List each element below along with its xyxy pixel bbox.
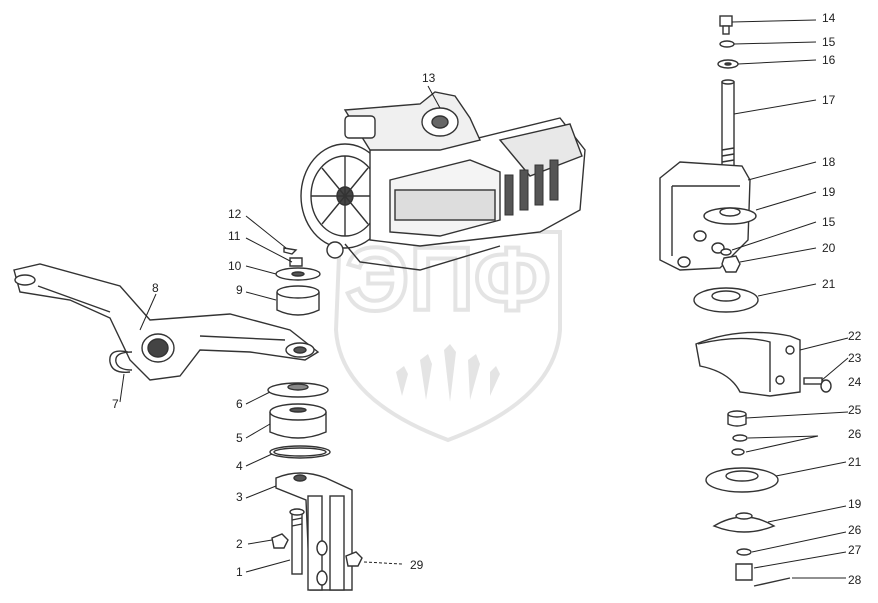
callout-29: 29 <box>410 558 424 572</box>
callout-5: 5 <box>236 431 243 445</box>
callout-3: 3 <box>236 490 243 504</box>
callout-21-upper: 21 <box>822 277 836 291</box>
bracket-part-3 <box>275 472 353 591</box>
bolt-part-1 <box>289 508 305 575</box>
callout-19-upper: 19 <box>822 185 836 199</box>
lever-part-8 <box>13 263 320 381</box>
callout-12: 12 <box>228 207 242 221</box>
nut-part-11 <box>289 257 303 267</box>
callout-23: 23 <box>848 351 862 365</box>
callout-18: 18 <box>822 155 836 169</box>
washer-part-4 <box>269 445 331 459</box>
callout-26-lower: 26 <box>848 523 862 537</box>
nut-part-29 <box>345 551 363 567</box>
callout-6: 6 <box>236 397 243 411</box>
callout-7: 7 <box>112 397 119 411</box>
cushion-part-5 <box>269 403 327 439</box>
washer-part-2 <box>271 533 289 549</box>
callout-19-lower: 19 <box>848 497 862 511</box>
washer-part-15-top <box>719 40 735 48</box>
engine-part-13 <box>300 91 586 271</box>
cushion-plate-part-19-lower <box>712 512 776 533</box>
callout-8: 8 <box>152 281 159 295</box>
ring-part-7 <box>109 350 133 373</box>
callout-28: 28 <box>848 573 862 587</box>
callout-10: 10 <box>228 259 242 273</box>
callout-13: 13 <box>422 71 436 85</box>
stud-part-17 <box>721 79 735 167</box>
washers-part-26 <box>731 434 748 456</box>
cushion-plate-part-6 <box>267 382 329 398</box>
watermark-text: ЭПФ <box>345 230 551 330</box>
callout-21-lower: 21 <box>848 455 862 469</box>
callout-15-mid: 15 <box>822 215 836 229</box>
cushion-part-21-lower <box>705 467 779 493</box>
washer-part-10 <box>275 267 321 281</box>
washer-part-26-lower <box>736 548 752 556</box>
cotter-pin-part-12 <box>283 247 298 255</box>
callout-20: 20 <box>822 241 836 255</box>
callout-17: 17 <box>822 93 836 107</box>
cotter-pin-part-28 <box>753 577 791 587</box>
callout-1: 1 <box>236 565 243 579</box>
callout-2: 2 <box>236 537 243 551</box>
callout-16: 16 <box>822 53 836 67</box>
leader-lines <box>119 19 849 579</box>
callout-25: 25 <box>848 403 862 417</box>
callout-9: 9 <box>236 283 243 297</box>
nut-part-27 <box>735 563 753 581</box>
bushing-part-9 <box>276 285 320 316</box>
nut-part-20 <box>721 255 741 273</box>
callout-14: 14 <box>822 11 836 25</box>
clamp-part-22 <box>695 331 801 397</box>
washer-part-16 <box>717 59 739 69</box>
callout-11: 11 <box>228 229 241 243</box>
cushion-part-21-upper <box>693 287 759 313</box>
washer-part-15-mid <box>720 248 732 256</box>
watermark-shield: ЭПФ <box>333 228 562 443</box>
callout-24: 24 <box>848 375 862 389</box>
bolt-part-14 <box>719 15 733 35</box>
callout-26-upper: 26 <box>848 427 862 441</box>
callout-15-top: 15 <box>822 35 836 49</box>
watermark-wheat-icon <box>396 344 500 402</box>
callout-22: 22 <box>848 329 862 343</box>
callout-4: 4 <box>236 459 243 473</box>
bolt-part-23 <box>803 377 823 385</box>
bushing-part-25 <box>727 410 747 427</box>
cushion-plate-part-19-upper <box>703 207 757 225</box>
callout-labels: 1 2 3 4 5 6 7 8 9 10 11 12 13 14 15 16 1… <box>112 11 862 587</box>
washer-part-24 <box>820 379 832 393</box>
callout-27: 27 <box>848 543 862 557</box>
